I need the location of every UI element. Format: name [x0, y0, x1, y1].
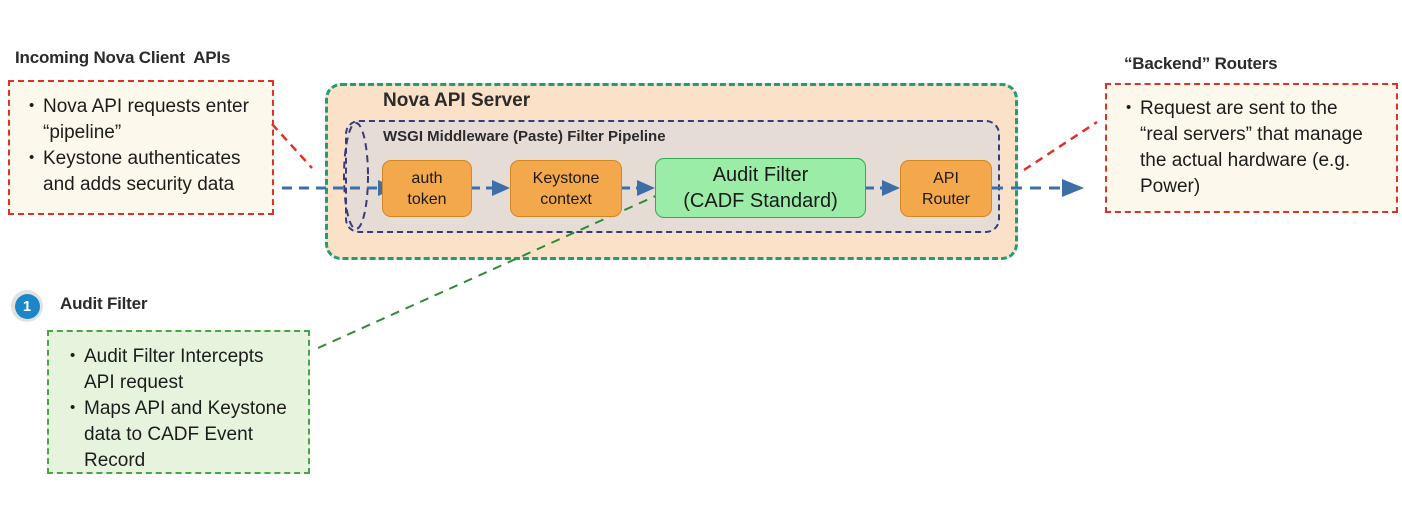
pipeline-stage-keystone-context[interactable]: Keystone context	[510, 160, 622, 217]
list-item: Request are sent to the “real servers” t…	[1123, 95, 1380, 200]
list-item: Nova API requests enter “pipeline”	[26, 93, 258, 146]
stage-label-line2: token	[407, 190, 447, 208]
note-bullet-list: Audit Filter Intercepts API request Maps…	[67, 343, 294, 474]
stage-label-line2: Router	[921, 190, 971, 208]
stage-label-line1: auth	[411, 169, 443, 187]
audit-filter-note-callout: Audit Filter Intercepts API request Maps…	[47, 330, 310, 474]
list-item: Maps API and Keystone data to CADF Event…	[67, 395, 294, 474]
left-panel-header: Incoming Nova Client APIs	[15, 48, 231, 67]
wsgi-pipeline-title: WSGI Middleware (Paste) Filter Pipeline	[383, 128, 666, 145]
right-panel-header: “Backend” Routers	[1124, 54, 1278, 73]
stage-label-line2: (CADF Standard)	[683, 190, 838, 212]
list-item: Keystone authenticates and adds security…	[26, 145, 258, 198]
stage-label-line1: API	[933, 169, 959, 187]
pipeline-stage-api-router[interactable]: API Router	[900, 160, 992, 217]
right-panel-callout: Request are sent to the “real servers” t…	[1105, 83, 1398, 213]
pipeline-stage-auth-token[interactable]: auth token	[382, 160, 472, 217]
left-panel-bullet-list: Nova API requests enter “pipeline” Keyst…	[26, 93, 258, 198]
note-number-badge: 1	[11, 290, 43, 322]
note-header: Audit Filter	[60, 294, 148, 313]
left-callout-leader	[271, 123, 313, 169]
stage-label-line2: context	[540, 190, 592, 208]
right-callout-leader	[1023, 120, 1098, 172]
left-panel-callout: Nova API requests enter “pipeline” Keyst…	[8, 80, 274, 215]
list-item: Audit Filter Intercepts API request	[67, 343, 294, 396]
nova-api-server-title: Nova API Server	[383, 90, 531, 111]
pipeline-stage-audit-filter[interactable]: Audit Filter (CADF Standard)	[655, 158, 866, 218]
stage-label-line1: Keystone	[532, 169, 600, 187]
note-number-value: 1	[14, 293, 40, 319]
stage-label-line1: Audit Filter	[712, 164, 809, 186]
right-panel-bullet-list: Request are sent to the “real servers” t…	[1123, 95, 1380, 200]
outgoing-request-arrowhead	[1062, 179, 1084, 197]
